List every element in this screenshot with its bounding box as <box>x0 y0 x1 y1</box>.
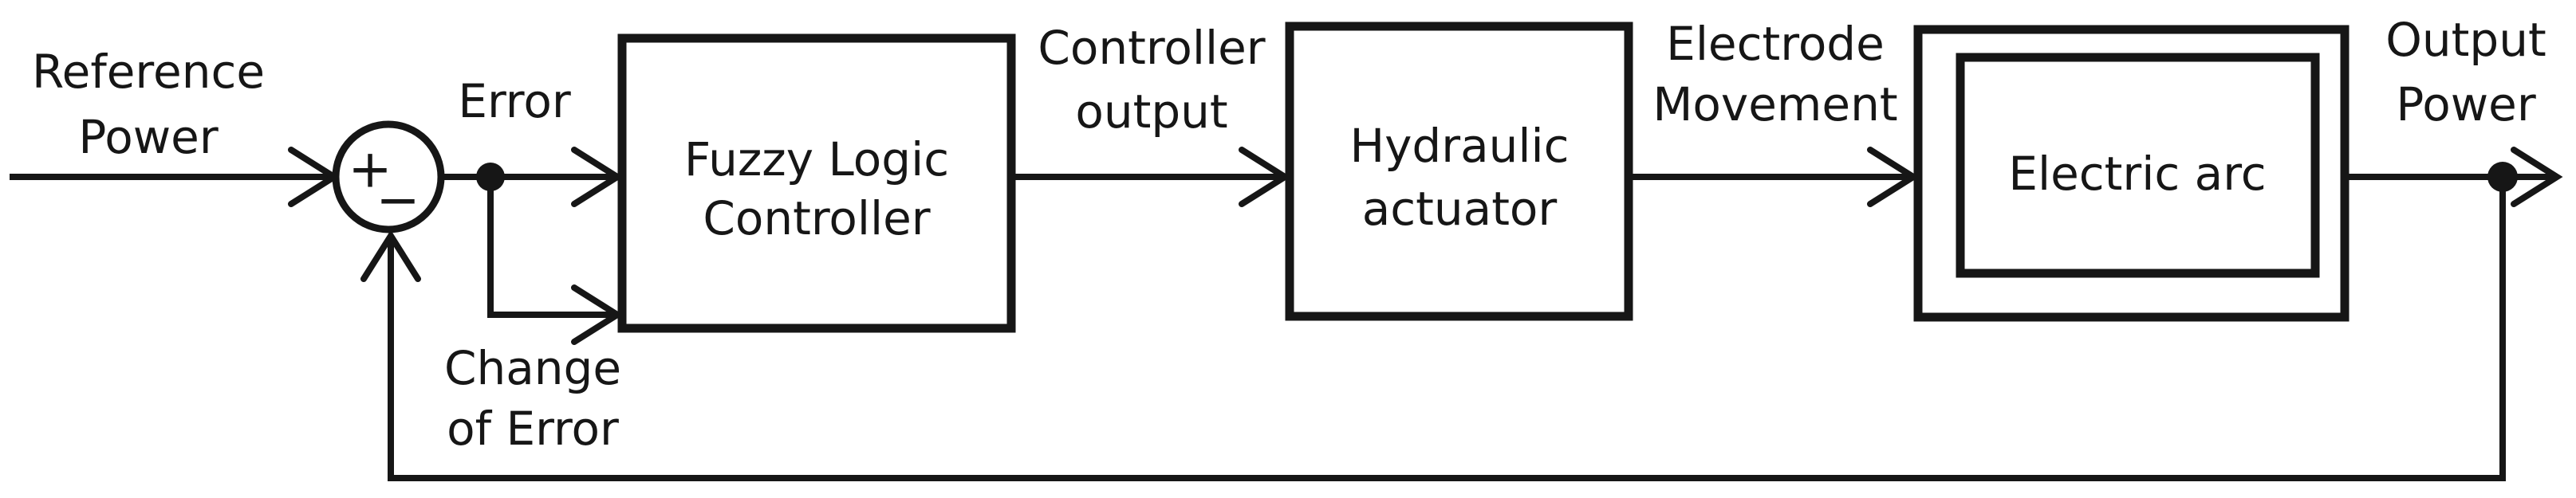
controller-output-label-line2: output <box>1075 84 1227 139</box>
error-junction-dot <box>476 163 505 191</box>
reference-power-label-line2: Power <box>78 110 219 164</box>
fuzzy-logic-controller-label-line2: Controller <box>703 191 930 245</box>
electric-arc-label: Electric arc <box>2008 147 2266 201</box>
fuzzy-logic-controller-label-line1: Fuzzy Logic <box>684 132 949 186</box>
summing-junction <box>332 120 445 233</box>
electrode-movement-label-line2: Movement <box>1652 77 1897 131</box>
hydraulic-actuator-label-line1: Hydraulic <box>1349 119 1569 173</box>
change-of-error-label-line2: of Error <box>447 402 619 456</box>
reference-power-label-line1: Reference <box>32 45 265 99</box>
hydraulic-actuator-label-line2: actuator <box>1362 182 1558 236</box>
summing-minus-sign: − <box>376 170 419 231</box>
output-power-label-line2: Power <box>2396 77 2536 131</box>
fuzzy-logic-controller-block <box>617 33 1016 333</box>
change-of-error-line <box>487 183 624 345</box>
controller-output-label-line1: Controller <box>1038 21 1265 75</box>
hydraulic-actuator-block <box>1285 22 1633 321</box>
change-of-error-label-line1: Change <box>444 341 621 395</box>
electric-arc-inner-block <box>1956 53 2320 278</box>
summing-plus-sign: + <box>348 139 392 200</box>
output-junction-dot <box>2487 162 2518 192</box>
feedback-line <box>360 177 2506 481</box>
electrode-movement-label-line1: Electrode <box>1666 17 1885 71</box>
output-power-label-line1: Output <box>2385 13 2546 67</box>
error-label: Error <box>458 74 571 128</box>
